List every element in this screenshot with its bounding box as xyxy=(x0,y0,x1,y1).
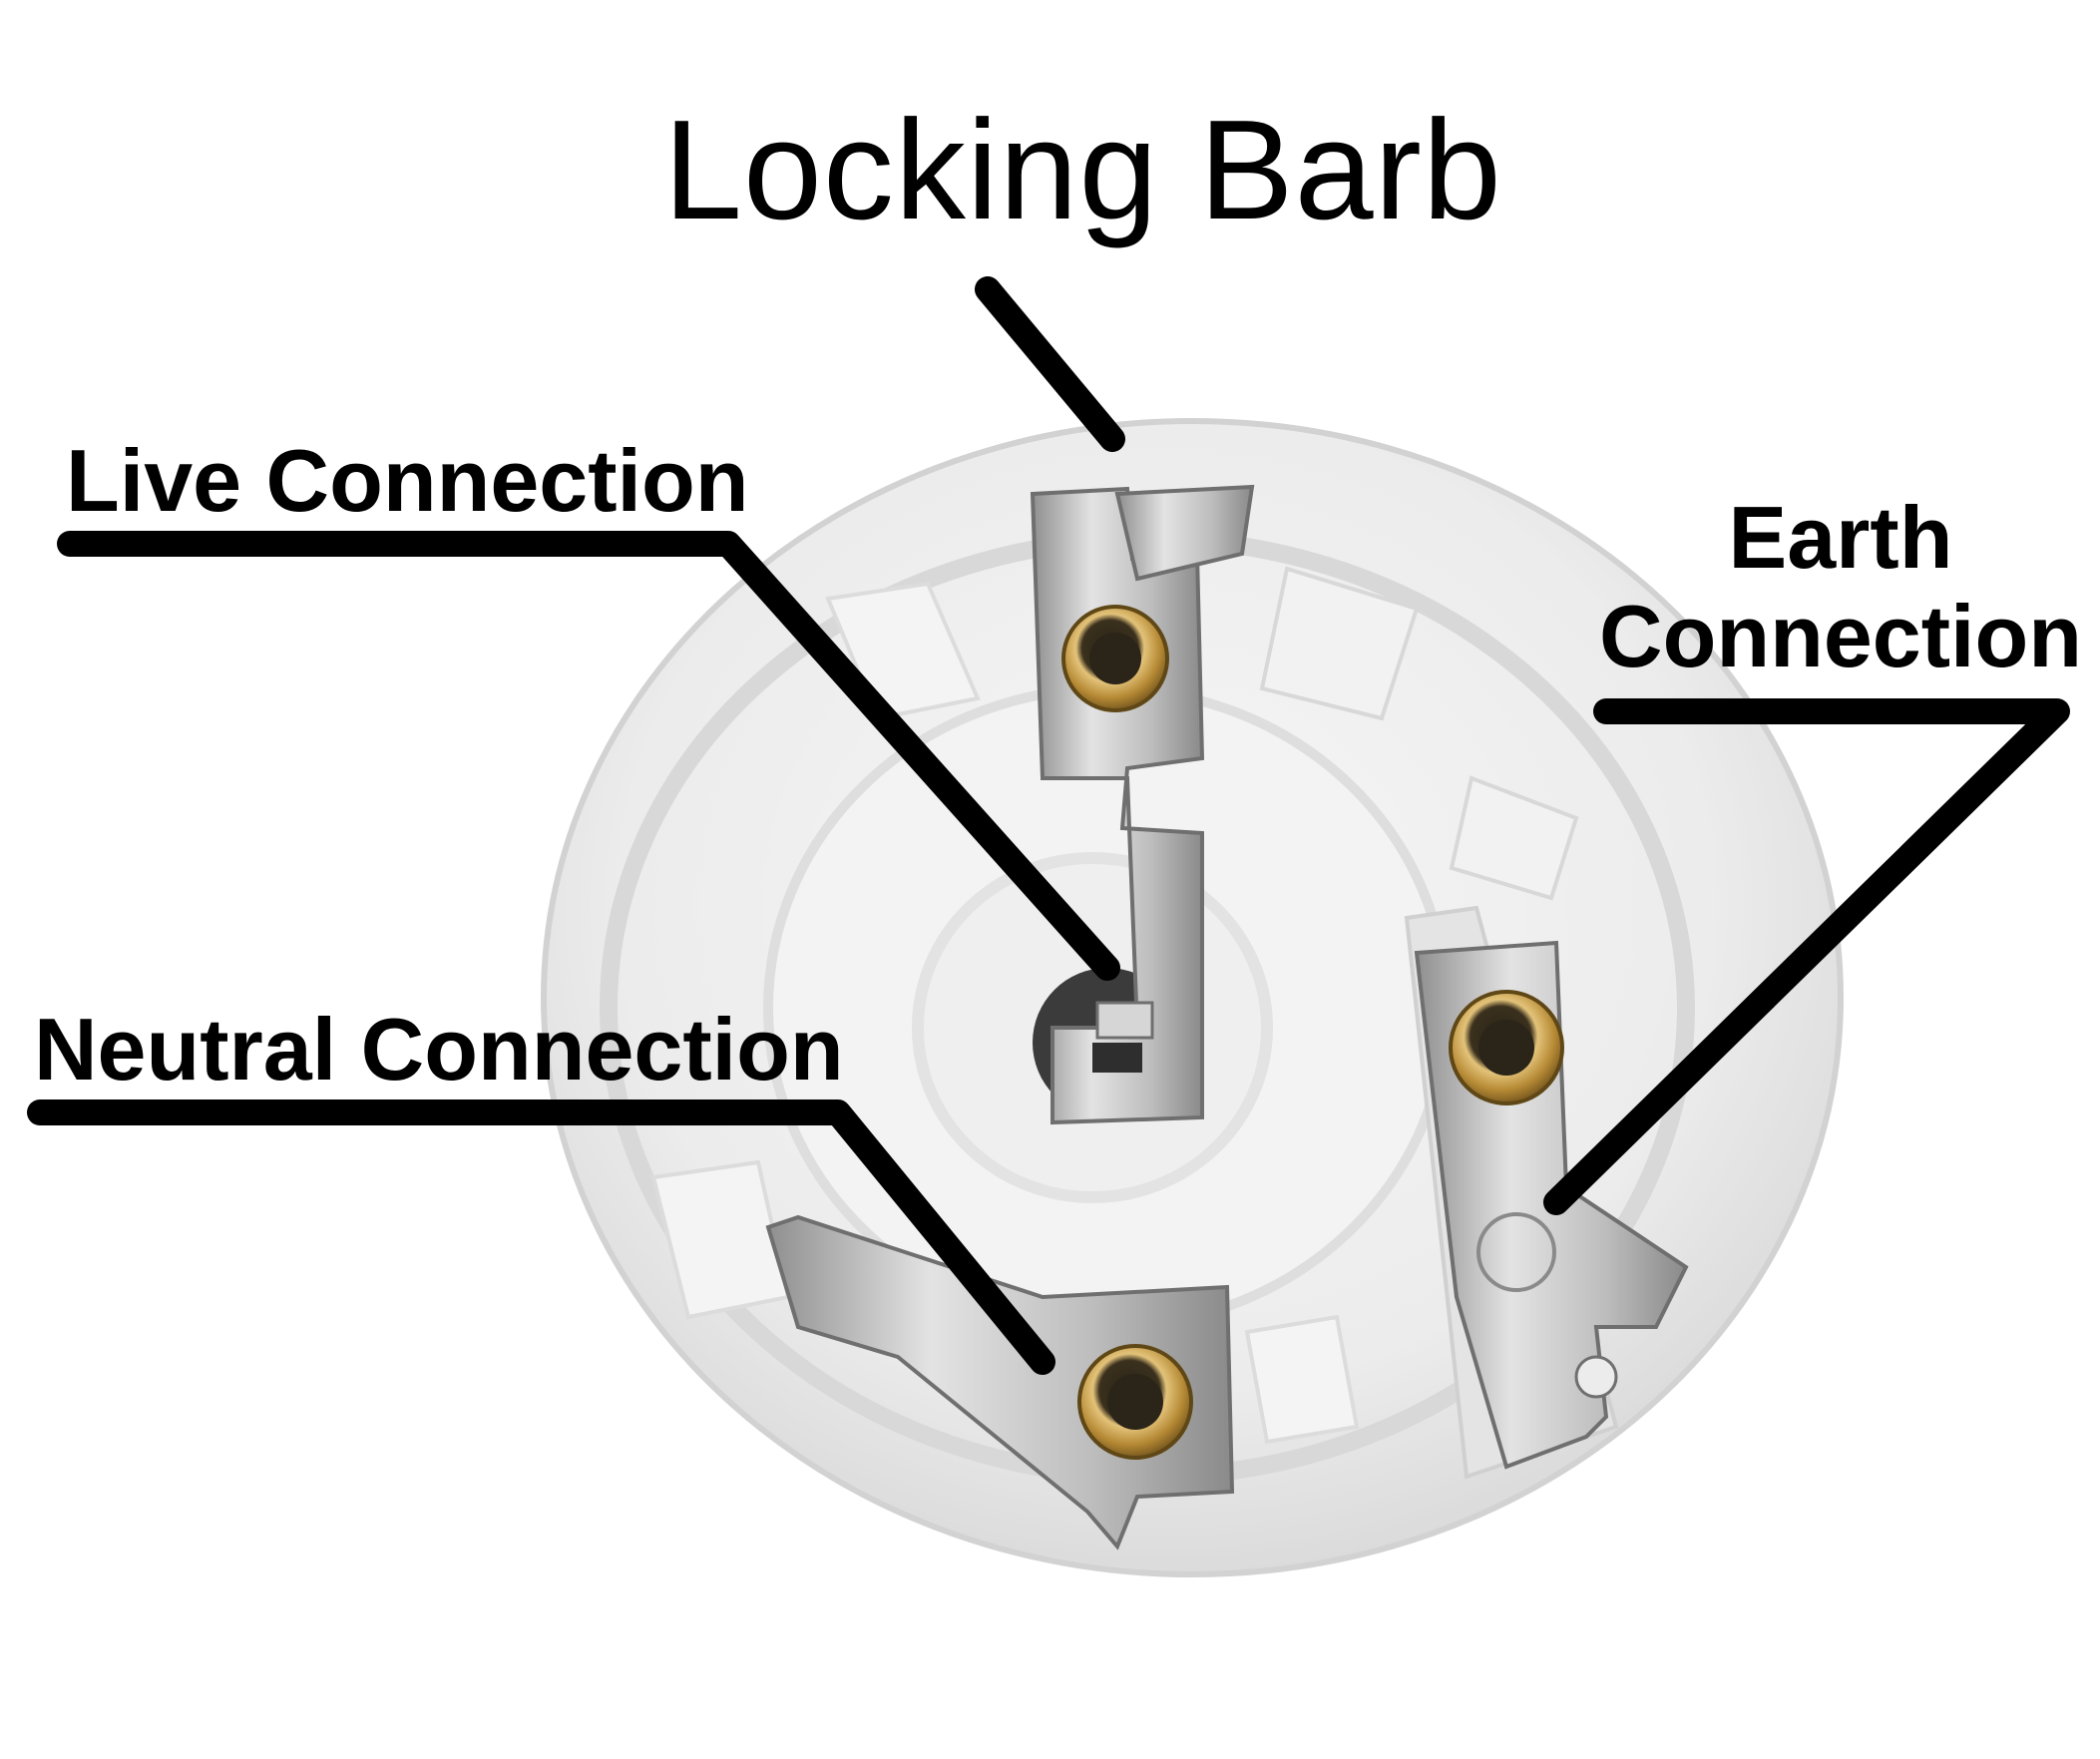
earth-connection-label: Earth Connection xyxy=(1591,488,2090,685)
locking-barb xyxy=(1114,484,1255,582)
locking-barb-leader xyxy=(975,276,1125,452)
live-leader xyxy=(57,531,1120,981)
live-connection-label: Live Connection xyxy=(66,431,749,530)
earth-label-line2: Connection xyxy=(1599,586,2082,685)
neutral-leader xyxy=(27,1099,1055,1375)
locking-barb-label: Locking Barb xyxy=(663,91,1502,249)
earth-label-line1: Earth xyxy=(1728,488,1953,587)
earth-leader xyxy=(1543,698,2070,1215)
leader-lines xyxy=(27,276,2070,1375)
neutral-connection-label: Neutral Connection xyxy=(34,1000,844,1099)
